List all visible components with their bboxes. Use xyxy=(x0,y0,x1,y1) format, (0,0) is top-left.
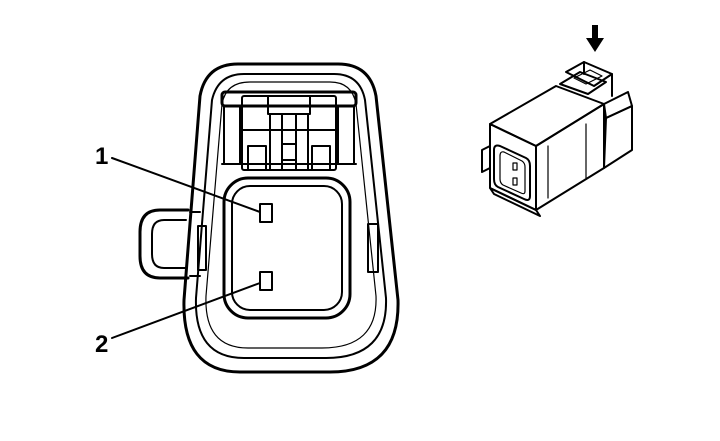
iso-side-face xyxy=(535,103,605,211)
pin-2-terminal xyxy=(259,271,273,291)
connector-isometric-view xyxy=(481,25,633,217)
latch-foot-left xyxy=(247,145,267,171)
outer-shell xyxy=(182,62,400,374)
iso-pin-1 xyxy=(512,162,518,171)
pin-1-label: 1 xyxy=(95,143,108,170)
pin-1-terminal xyxy=(259,203,273,223)
latch-post-right xyxy=(295,113,309,171)
iso-top-face xyxy=(489,85,605,147)
latch-top-bar xyxy=(220,90,358,108)
latch-foot-right xyxy=(311,145,331,171)
iso-pin-2 xyxy=(512,177,518,186)
side-tab-inner xyxy=(151,219,187,269)
iso-front-opening-inner xyxy=(499,151,526,195)
terminal-cavity-outer xyxy=(222,176,352,320)
pin-1-leader-line xyxy=(111,157,261,213)
iso-rear-step xyxy=(603,91,633,119)
latch-cap xyxy=(267,95,311,115)
connector-face-view: 1 2 xyxy=(95,62,400,374)
iso-front-opening xyxy=(493,144,531,201)
pin-2-label: 2 xyxy=(95,331,108,358)
terminal-cavity-inner xyxy=(231,185,343,311)
iso-left-flange xyxy=(481,145,491,173)
locking-latch xyxy=(220,90,358,171)
latch-right-arm xyxy=(337,105,355,165)
iso-bottom-lip xyxy=(489,187,541,217)
latch-post-left xyxy=(269,113,283,171)
pin-2-leader-line xyxy=(111,282,261,339)
iso-rear-end xyxy=(603,105,633,169)
latch-left-arm xyxy=(223,105,241,165)
left-rib xyxy=(197,225,207,271)
right-rib xyxy=(367,223,379,273)
down-arrow-icon xyxy=(586,25,604,52)
side-tab xyxy=(138,208,190,280)
inner-shell xyxy=(194,73,388,359)
